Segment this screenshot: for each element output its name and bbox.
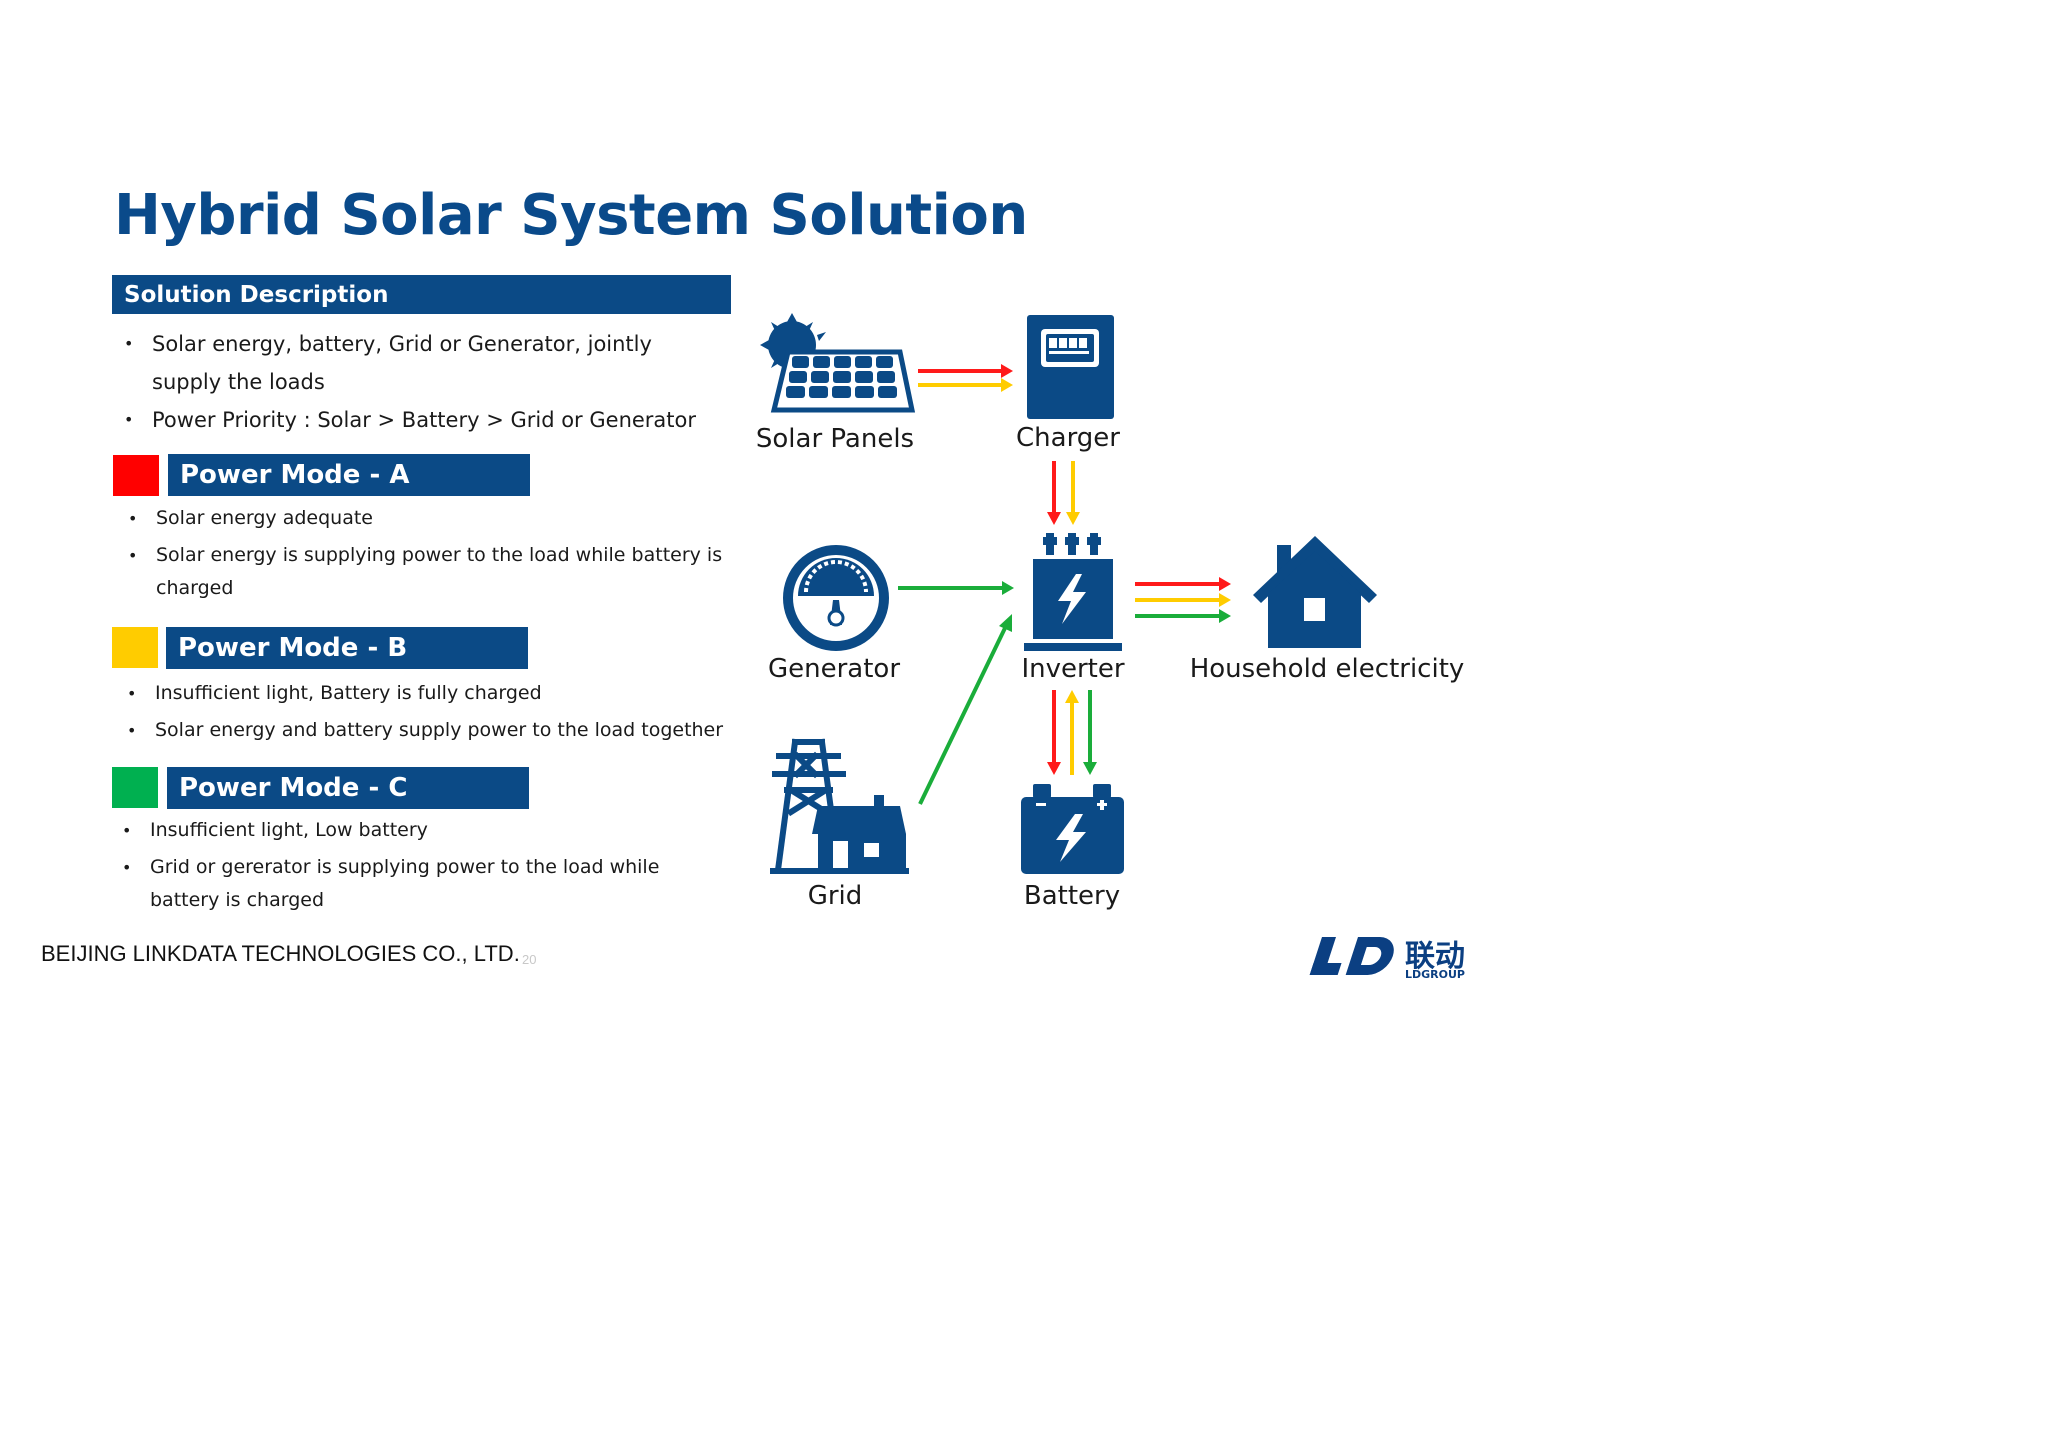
arrow-grid-to-inverter (918, 614, 1012, 805)
list-item: Solar energy, battery, Grid or Generator… (114, 325, 696, 401)
solar-panel-icon (760, 313, 916, 413)
arrow-generator-to-inverter (898, 581, 1014, 595)
list-item: Solar energy adequate (118, 502, 722, 535)
battery-label: Battery (1024, 881, 1120, 911)
list-item: Solar energy is supplying power to the l… (118, 539, 722, 605)
mode-c-header: Power Mode - C (167, 767, 529, 809)
bullet-line: supply the loads (152, 370, 325, 394)
page-title: Hybrid Solar System Solution (114, 183, 1028, 248)
system-diagram: Solar Panels Charger Generator Inverter (756, 313, 1465, 981)
list-item: Power Priority : Solar > Battery > Grid … (114, 401, 696, 439)
arrowhead-yellow (1065, 690, 1079, 703)
generator-label: Generator (768, 654, 900, 684)
solar-panels-label: Solar Panels (756, 424, 914, 454)
logo-english-text: LDGROUP (1405, 968, 1465, 981)
bullet-line: Solar energy is supplying power to the l… (156, 544, 723, 566)
house-icon (1253, 536, 1377, 648)
list-item: Insufficient light, Low battery (112, 814, 659, 847)
arrowhead-yellow (1066, 512, 1080, 525)
bullet-line: Insufficient light, Battery is fully cha… (155, 682, 542, 704)
grid-house-icon (770, 795, 909, 874)
mode-c-color-swatch (112, 767, 158, 808)
arrowhead-green (1002, 581, 1014, 595)
solution-description-heading: Solution Description (124, 281, 389, 308)
arrowhead-red (1047, 762, 1061, 775)
bullet-line: Solar energy and battery supply power to… (155, 719, 724, 741)
bullet-line: Insufficient light, Low battery (150, 819, 428, 841)
bullet-line: charged (156, 577, 234, 599)
arrowhead-green (1083, 762, 1097, 775)
mode-c-label: Power Mode - C (179, 773, 408, 803)
household-electricity-label: Household electricity (1190, 654, 1465, 684)
bullet-line: Grid or gererator is supplying power to … (150, 856, 660, 878)
bullet-line: Power Priority : Solar > Battery > Grid … (152, 408, 697, 432)
inverter-icon (1024, 533, 1122, 651)
arrowhead-green (1219, 609, 1231, 623)
bullet-line: Solar energy adequate (156, 507, 373, 529)
mode-b-header: Power Mode - B (166, 627, 528, 669)
list-item: Solar energy and battery supply power to… (117, 714, 723, 747)
logo-chinese-text: 联动 (1405, 939, 1465, 974)
charger-icon (1027, 315, 1114, 419)
mode-c-list: Insufficient light, Low battery Grid or … (112, 814, 659, 917)
bullet-line: Solar energy, battery, Grid or Generator… (152, 332, 652, 356)
charger-label: Charger (1016, 423, 1120, 453)
mode-a-header: Power Mode - A (168, 454, 530, 496)
mode-a-list: Solar energy adequate Solar energy is su… (118, 502, 722, 605)
solution-description-list: Solar energy, battery, Grid or Generator… (114, 325, 696, 439)
list-item: Grid or gererator is supplying power to … (112, 851, 659, 917)
arrowhead-red (1001, 364, 1013, 378)
battery-icon (1021, 784, 1124, 874)
arrows-solar-to-charger (918, 364, 1013, 392)
mode-a-color-swatch (113, 455, 159, 496)
arrows-inverter-battery (1047, 690, 1097, 775)
ld-group-logo: 联动 LDGROUP (1309, 937, 1465, 981)
company-name: BEIJING LINKDATA TECHNOLOGIES CO., LTD. (41, 941, 520, 966)
solution-description-header: Solution Description (112, 275, 731, 314)
arrow-green (918, 625, 1008, 805)
grid-label: Grid (808, 881, 863, 911)
mode-b-list: Insufficient light, Battery is fully cha… (117, 677, 723, 747)
mode-a-label: Power Mode - A (180, 460, 410, 490)
arrowhead-yellow (1001, 378, 1013, 392)
arrowhead-red (1047, 512, 1061, 525)
inverter-label: Inverter (1021, 654, 1124, 684)
bullet-line: battery is charged (150, 889, 325, 911)
arrowhead-green (999, 614, 1012, 632)
arrowhead-yellow (1219, 593, 1231, 607)
mode-b-color-swatch (112, 627, 158, 668)
generator-icon (783, 545, 889, 651)
arrowhead-red (1219, 577, 1231, 591)
arrows-inverter-to-household (1135, 577, 1231, 623)
mode-b-label: Power Mode - B (178, 633, 408, 663)
list-item: Insufficient light, Battery is fully cha… (117, 677, 723, 710)
arrows-charger-to-inverter (1047, 461, 1080, 525)
page-number: 20 (522, 952, 537, 967)
